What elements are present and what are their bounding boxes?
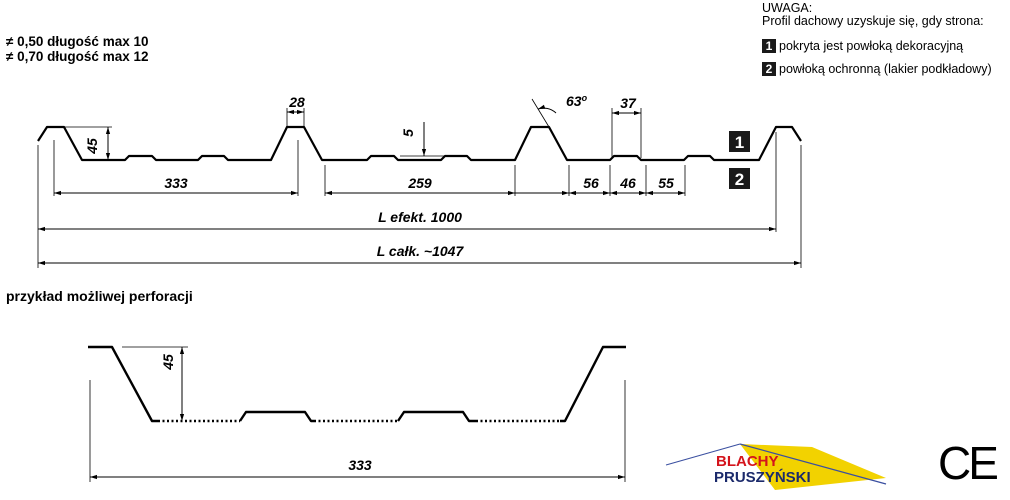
dim-55: 55 <box>658 175 674 191</box>
perforation-profile-solid-left <box>88 345 158 423</box>
side-1-label: 1 <box>735 133 744 152</box>
dim-63: 63o <box>566 93 588 109</box>
side-1-badge <box>729 131 750 152</box>
dim-5: 5 <box>400 129 416 137</box>
logo-line-1: BLACHY <box>716 453 779 470</box>
thickness-info: ≠ 0,50 długość max 10 ≠ 0,70 długość max… <box>6 34 148 64</box>
thickness-line-1: ≠ 0,50 długość max 10 <box>6 34 149 49</box>
side-2-badge <box>729 168 750 189</box>
dim-l-efekt: L efekt. 1000 <box>378 209 462 225</box>
perf-dim-333: 333 <box>348 457 372 473</box>
perforation-rib-1 <box>239 410 314 423</box>
ce-mark: CE <box>938 437 999 489</box>
perforation-title: przykład możliwej perforacji <box>6 288 193 304</box>
note-1: 1 pokryta jest powłoką dekoracyjną <box>762 39 963 53</box>
uwaga-title: UWAGA: <box>762 1 813 15</box>
roof-profile-line <box>37 125 802 162</box>
uwaga-note: UWAGA: Profil dachowy uzyskuje się, gdy … <box>762 2 984 28</box>
dim-l-calk: L całk. ~1047 <box>377 243 465 259</box>
dim-56: 56 <box>583 175 599 191</box>
note-2-text: powłoką ochronną (lakier podkładowy) <box>779 62 992 76</box>
note-2: 2 powłoką ochronną (lakier podkładowy) <box>762 62 992 76</box>
dim-46: 46 <box>619 175 636 191</box>
perforation-rib-2 <box>397 410 476 423</box>
dim-37: 37 <box>620 95 637 111</box>
logo-line-2: PRUSZYŃSKI <box>714 469 811 486</box>
dim-333: 333 <box>164 175 188 191</box>
note-1-badge: 1 <box>762 39 776 53</box>
perforation-profile-solid-right <box>560 345 626 423</box>
note-1-text: pokryta jest powłoką dekoracyjną <box>779 39 964 53</box>
side-2-label: 2 <box>735 170 744 189</box>
perf-dim-45: 45 <box>160 354 176 371</box>
uwaga-subtitle: Profil dachowy uzyskuje się, gdy strona: <box>762 14 984 28</box>
dim-45: 45 <box>84 138 100 155</box>
thickness-line-2: ≠ 0,70 długość max 12 <box>6 49 149 64</box>
note-2-badge: 2 <box>762 62 776 76</box>
blachy-pruszynski-logo: BLACHY PRUSZYŃSKI <box>665 443 887 490</box>
dim-259: 259 <box>407 175 432 191</box>
dim-28: 28 <box>288 94 305 110</box>
